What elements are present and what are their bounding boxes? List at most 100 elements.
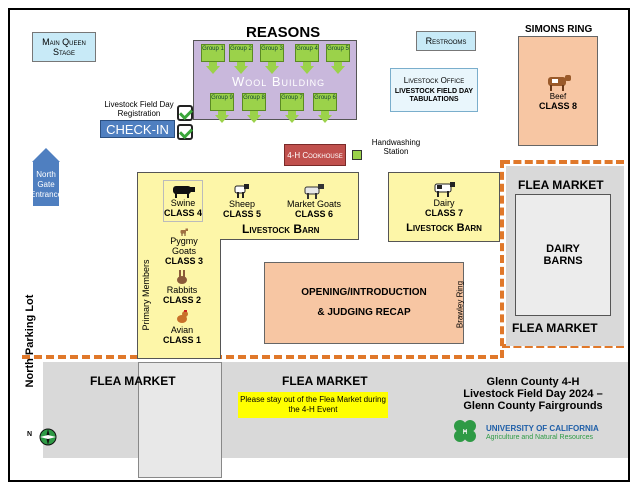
handwashing-label: Handwashing Station (371, 138, 421, 156)
cookhouse-label: 4-H Cookhouse (287, 150, 343, 160)
restrooms: Restrooms (416, 31, 476, 51)
avian-pen: Avian CLASS 1 (160, 308, 204, 346)
checkmark-icon (177, 105, 193, 121)
event-line-2: Livestock Field Day 2024 – (463, 388, 603, 400)
compass-letter: N (27, 431, 33, 438)
rabbits-pen: Rabbits CLASS 2 (160, 268, 204, 306)
dairy-barns: DAIRY BARNS (515, 194, 611, 316)
group-3-label: Group 3 (260, 44, 284, 62)
north-parking-label: North Parking Lot (24, 294, 36, 388)
group-6-marker: Group 6 (313, 93, 337, 123)
arrow-down-icon (265, 66, 279, 74)
arrow-down-icon (234, 66, 248, 74)
wool-building-label: Wool Building (232, 74, 326, 89)
swine-name: Swine (170, 198, 196, 208)
simons-ring-label: SIMONS RING (525, 24, 593, 35)
livestock-barn-left-column (137, 239, 221, 359)
fence-line-bottom-right (502, 344, 624, 348)
rabbits-class: CLASS 2 (162, 295, 201, 305)
group-7-marker: Group 7 (280, 93, 304, 123)
dairy-name: Dairy (433, 198, 455, 208)
group-8-label: Group 8 (242, 93, 266, 111)
swine-class: CLASS 4 (164, 208, 203, 218)
arrow-down-icon (215, 115, 229, 123)
market-goats-name: Market Goats (286, 199, 342, 209)
pygmy-goats-name: Pygmy Goats (170, 236, 198, 256)
main-queen-stage-label: Main Queen Stage (42, 37, 86, 57)
arrow-up-icon (32, 148, 60, 162)
avian-class: CLASS 1 (162, 335, 201, 345)
north-gate-label: North Gate Entrance (30, 170, 63, 199)
clover-icon: H (454, 420, 476, 442)
primary-members-label: Primary Members (141, 259, 151, 331)
market-goats-class: CLASS 6 (294, 209, 333, 219)
sheep-name: Sheep (228, 199, 256, 209)
opening-line-2: & JUDGING RECAP (317, 307, 411, 318)
arrow-down-icon (206, 66, 220, 74)
event-line-1: Glenn County 4-H (486, 376, 580, 388)
group-1-marker: Group 1 (201, 44, 225, 74)
simons-ring: Beef CLASS 8 (518, 36, 598, 146)
check-in-label: CHECK-IN (106, 121, 169, 137)
north-gate-entrance (33, 162, 59, 206)
pygmy-goats-class: CLASS 3 (164, 256, 203, 266)
flea-market-lower-block (138, 362, 222, 478)
market-goats-pen: Market Goats CLASS 6 (286, 180, 342, 222)
group-1-label: Group 1 (201, 44, 225, 62)
registration-label: Livestock Field Day Registration (104, 100, 174, 118)
svg-text:H: H (462, 429, 467, 436)
restrooms-label: Restrooms (425, 36, 467, 46)
arrow-down-icon (285, 115, 299, 123)
opening-judging-arena: OPENING/INTRODUCTION & JUDGING RECAP (264, 262, 464, 344)
arrow-down-icon (300, 66, 314, 74)
group-9-label: Group 9 (210, 93, 234, 111)
compass-icon (39, 428, 57, 446)
arrow-down-icon (247, 115, 261, 123)
reasons-label: REASONS (246, 24, 321, 41)
livestock-barn-right: Dairy CLASS 7 Livestock Barn (388, 172, 500, 242)
livestock-barn-right-title: Livestock Barn (406, 222, 482, 234)
rabbits-name: Rabbits (166, 285, 198, 295)
handwashing-marker (352, 150, 362, 160)
cookhouse: 4-H Cookhouse (284, 144, 346, 166)
group-6-label: Group 6 (313, 93, 337, 111)
sheep-icon (234, 184, 249, 198)
livestock-tabulations-label: LIVESTOCK FIELD DAY TABULATIONS (394, 88, 474, 103)
group-9-marker: Group 9 (210, 93, 234, 123)
livestock-office: Livestock Office LIVESTOCK FIELD DAY TAB… (390, 68, 478, 112)
beef-name: Beef (549, 91, 567, 101)
arrow-down-icon (318, 115, 332, 123)
flea-market-bottom-center-label: FLEA MARKET (282, 374, 368, 388)
uc-line-2: Agriculture and Natural Resources (486, 434, 593, 441)
avian-name: Avian (170, 325, 194, 335)
brawley-ring-label: Brawley Ring (455, 280, 465, 329)
notice-text: Please stay out of the Flea Market durin… (240, 395, 386, 414)
cow-icon (434, 182, 455, 197)
group-2-label: Group 2 (229, 44, 253, 62)
livestock-barn-left-top (137, 172, 359, 240)
group-8-marker: Group 8 (242, 93, 266, 123)
fence-line-top-right (502, 160, 624, 164)
uc-line-1: UNIVERSITY OF CALIFORNIA (486, 424, 599, 433)
pygmy-goats-pen: Pygmy Goats CLASS 3 (158, 228, 210, 266)
notice-box: Please stay out of the Flea Market durin… (238, 392, 388, 418)
group-4-label: Group 4 (295, 44, 319, 62)
group-4-marker: Group 4 (295, 44, 319, 74)
livestock-office-label: Livestock Office (403, 76, 465, 85)
goat-icon (180, 228, 188, 236)
main-queen-stage: Main Queen Stage (32, 32, 96, 62)
opening-line-1: OPENING/INTRODUCTION (301, 287, 427, 298)
pig-icon (173, 186, 195, 198)
fence-line-right (500, 160, 504, 358)
arrow-down-icon (331, 66, 345, 74)
beef-class: CLASS 8 (538, 100, 577, 111)
event-line-3: Glenn County Fairgrounds (463, 400, 603, 412)
group-2-marker: Group 2 (229, 44, 253, 74)
flea-market-right-bottom-label: FLEA MARKET (512, 321, 598, 335)
goat-icon (304, 184, 324, 199)
livestock-barn-left-title: Livestock Barn (242, 222, 320, 236)
checkmark-icon (177, 124, 193, 140)
fence-line-bottom (22, 355, 498, 359)
group-5-label: Group 5 (326, 44, 350, 62)
rabbit-icon (177, 270, 187, 284)
